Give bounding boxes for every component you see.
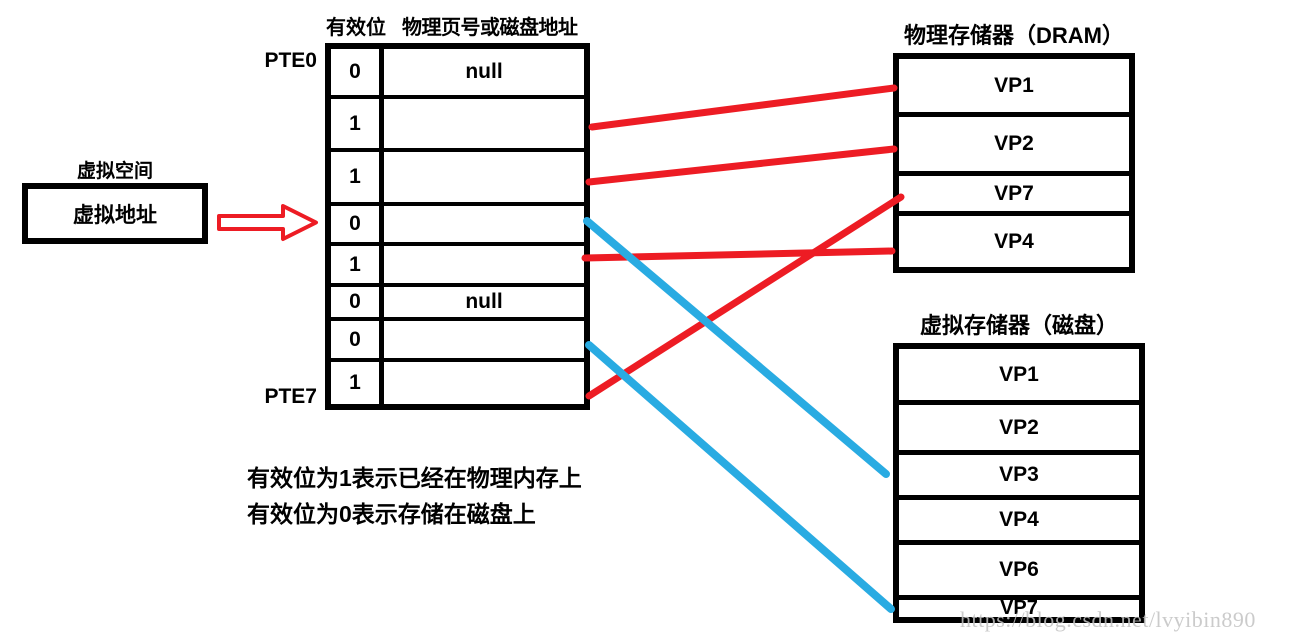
- valid-bit-cell: 0: [331, 49, 384, 95]
- valid-bit-cell: 0: [331, 206, 384, 242]
- valid-bit-column-header: 有效位: [326, 17, 386, 39]
- disk-entry: VP2: [899, 400, 1139, 450]
- valid-bit-cell: 0: [331, 321, 384, 358]
- virtual-address-box: 虚拟地址: [22, 183, 208, 244]
- dram-box: VP1 VP2 VP7 VP4: [893, 53, 1135, 273]
- watermark-url: https://blog.csdn.net/lvyibin890: [960, 607, 1256, 632]
- address-cell: [384, 99, 584, 148]
- connection-pte3-to-disk-vp3: [583, 217, 890, 478]
- address-cell: [384, 246, 584, 283]
- disk-entry: VP7: [899, 595, 1139, 619]
- page-table: 0 null 1 1 0 1 0 null 0 1: [325, 43, 590, 410]
- connection-pte2-to-dram-vp2: [585, 145, 898, 186]
- virtual-address-arrow-icon: [217, 204, 318, 241]
- dram-entry: VP7: [899, 171, 1129, 211]
- page-table-row: 1: [331, 148, 584, 202]
- valid-bit-cell: 0: [331, 287, 384, 317]
- connection-pte6-to-disk-vp7: [585, 341, 895, 613]
- page-table-row: 0: [331, 202, 584, 242]
- dram-title: 物理存储器（DRAM）: [904, 23, 1124, 48]
- page-table-row: 1: [331, 95, 584, 148]
- valid-bit-cell: 1: [331, 99, 384, 148]
- pte0-label: PTE0: [264, 49, 317, 72]
- page-table-row: 0 null: [331, 283, 584, 317]
- disk-entry: VP3: [899, 450, 1139, 495]
- dram-entry: VP2: [899, 112, 1129, 171]
- valid-bit-cell: 1: [331, 362, 384, 404]
- connection-pte4-to-dram-vp4: [581, 247, 896, 262]
- disk-entry: VP4: [899, 495, 1139, 540]
- address-cell: [384, 321, 584, 358]
- address-cell: [384, 152, 584, 202]
- connection-pte7-to-dram-vp7: [585, 193, 905, 400]
- valid-bit-cell: 1: [331, 246, 384, 283]
- notes-block: 有效位为1表示已经在物理内存上 有效位为0表示存储在磁盘上: [247, 460, 582, 532]
- page-table-row: 1: [331, 358, 584, 404]
- address-cell: null: [465, 290, 503, 313]
- disk-entry: VP6: [899, 540, 1139, 595]
- note-valid-1: 有效位为1表示已经在物理内存上: [247, 465, 582, 491]
- disk-entry: VP1: [999, 362, 1039, 386]
- virtual-space-title: 虚拟空间: [76, 161, 153, 182]
- address-cell: null: [465, 60, 503, 83]
- disk-box: VP1 VP2 VP3 VP4 VP6 VP7: [893, 343, 1145, 623]
- valid-bit-cell: 1: [331, 152, 384, 202]
- dram-entry: VP1: [994, 73, 1034, 97]
- connection-pte1-to-dram-vp1: [588, 84, 898, 131]
- address-cell: [384, 206, 584, 242]
- address-cell: [384, 362, 584, 404]
- address-column-header: 物理页号或磁盘地址: [402, 17, 578, 39]
- page-table-row: 0: [331, 317, 584, 358]
- page-table-row: 0 null: [331, 49, 584, 95]
- virtual-address-label: 虚拟地址: [73, 203, 157, 227]
- dram-entry: VP4: [899, 211, 1129, 267]
- page-table-row: 1: [331, 242, 584, 283]
- pte7-label: PTE7: [264, 385, 317, 408]
- note-valid-0: 有效位为0表示存储在磁盘上: [247, 501, 536, 527]
- disk-title: 虚拟存储器（磁盘）: [919, 313, 1118, 338]
